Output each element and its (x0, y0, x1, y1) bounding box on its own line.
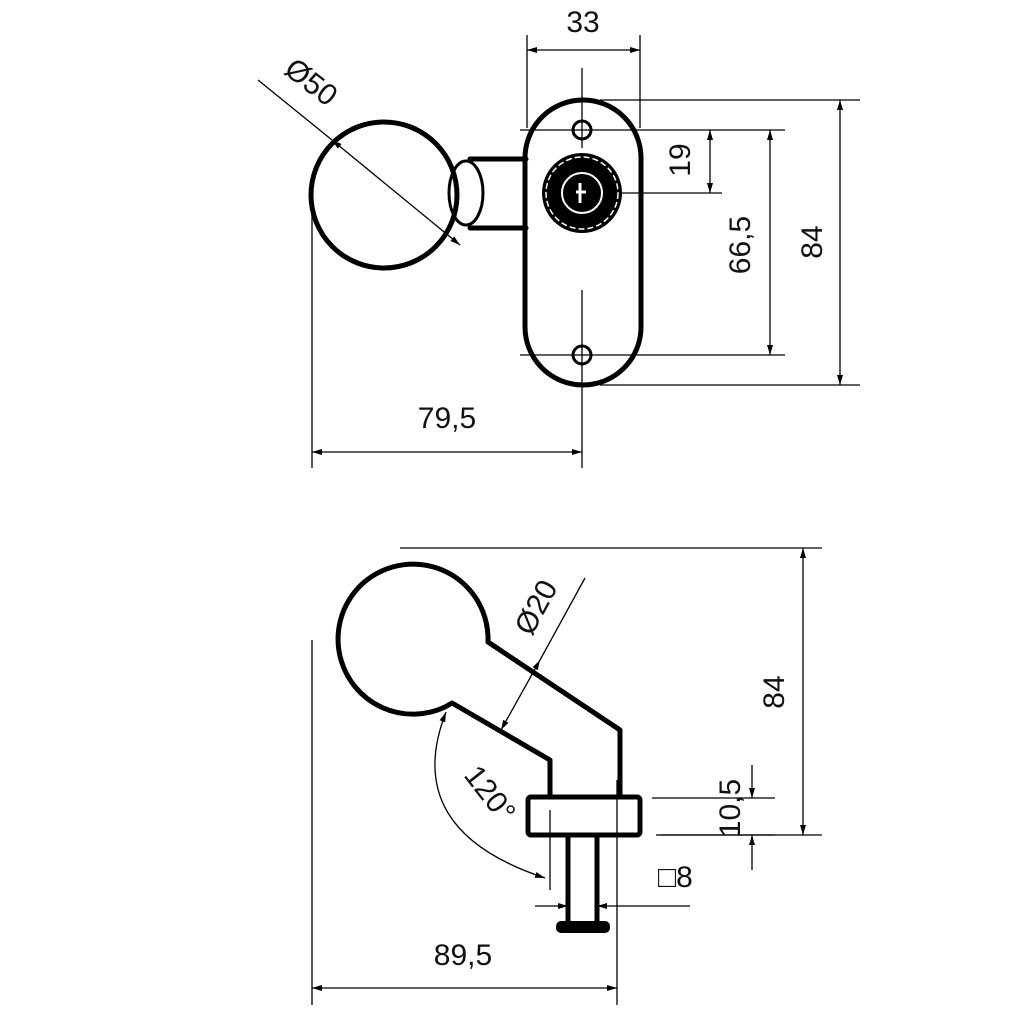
ball-knob (308, 119, 460, 271)
knob-profile (335, 561, 623, 798)
side-view: 84 10,5 □8 120° Ø20 89,5 (311, 547, 822, 1005)
collar (525, 794, 643, 838)
dim-hole-to-center: 19 (664, 143, 697, 176)
dim-overall-length: 79,5 (418, 402, 476, 435)
dim-square: □8 (658, 861, 693, 894)
spindle-end (556, 921, 610, 933)
dim-hole-spacing: 66,5 (724, 216, 757, 274)
top-view: 33 84 66,5 19 Ø50 79,5 (257, 6, 860, 468)
escutcheon-plate (522, 97, 644, 388)
dim-width: 33 (566, 6, 599, 39)
dim-height: 84 (758, 675, 791, 708)
keyhole-icon (576, 183, 586, 203)
dim-angle: 120° (457, 760, 521, 829)
dim-overall-length-side: 89,5 (434, 939, 492, 972)
dim-plate-height: 84 (796, 225, 829, 258)
dim-collar: 10,5 (714, 779, 747, 837)
neck-section (447, 159, 485, 227)
